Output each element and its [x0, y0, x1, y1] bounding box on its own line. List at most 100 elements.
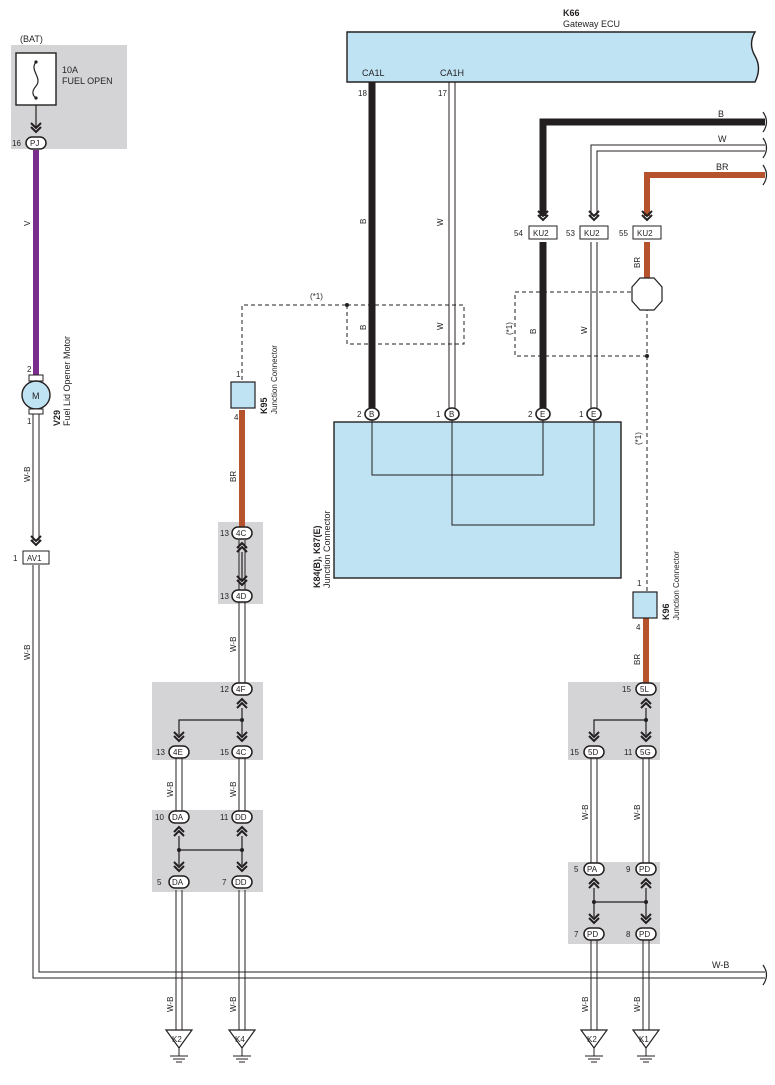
svg-text:4C: 4C	[236, 529, 246, 538]
svg-text:4C: 4C	[236, 748, 246, 757]
connector-4d: 4D 13	[220, 589, 253, 603]
svg-text:53: 53	[566, 229, 575, 238]
k95-name: Junction Connector	[270, 345, 279, 414]
gateway-ecu-box	[346, 31, 760, 83]
ground-k4: K4	[228, 1029, 256, 1063]
label-wb-8: W-B	[166, 997, 175, 1012]
ground-k2-left: K2	[165, 1029, 193, 1063]
wire-w-can-h	[448, 82, 456, 408]
motor-code: V29	[52, 410, 62, 426]
connector-dd-bottom: DD 7	[222, 875, 253, 889]
fuse-name: FUEL OPEN	[62, 76, 113, 86]
label-wb-10: W-B	[581, 997, 590, 1012]
svg-text:13: 13	[220, 592, 229, 601]
svg-text:10: 10	[155, 813, 164, 822]
connector-av1: AV1 1	[13, 550, 50, 565]
svg-text:K1: K1	[639, 1035, 649, 1044]
svg-text:PD: PD	[639, 865, 650, 874]
connector-4c-bottom: 4C 15	[220, 745, 253, 759]
svg-text:AV1: AV1	[27, 554, 42, 563]
label-wb-2: W-B	[23, 645, 32, 660]
svg-text:DD: DD	[235, 813, 247, 822]
label-wb-6: W-B	[581, 805, 590, 820]
wire-continuation-marks	[762, 111, 768, 986]
svg-text:15: 15	[570, 748, 579, 757]
junction-pin-e1: E 2	[528, 407, 551, 421]
svg-text:7: 7	[574, 930, 579, 939]
svg-text:55: 55	[619, 229, 628, 238]
junction-internal-links	[371, 420, 595, 526]
svg-text:B: B	[369, 410, 374, 419]
svg-text:11: 11	[220, 813, 229, 822]
svg-text:1: 1	[236, 370, 241, 379]
connector-4e: 4E 13	[156, 745, 190, 759]
svg-text:8: 8	[626, 930, 631, 939]
svg-text:2: 2	[357, 410, 362, 419]
label-wb-3: W-B	[229, 637, 238, 652]
fuse-rating: 10A	[62, 65, 78, 75]
label-w-3: W	[718, 134, 727, 144]
svg-text:1: 1	[579, 410, 584, 419]
connector-da-top: DA 10	[155, 810, 190, 824]
svg-text:1: 1	[27, 417, 32, 426]
k95-code: K95	[259, 397, 269, 414]
note-1: (*1)	[310, 292, 323, 301]
ku2-55: KU2 55	[619, 225, 662, 240]
svg-text:PJ: PJ	[30, 139, 39, 148]
svg-text:13: 13	[220, 529, 229, 538]
ground-k1: K1	[632, 1029, 660, 1063]
shield-ground-octagon	[631, 277, 663, 311]
shield-dashed-lines	[241, 291, 648, 592]
junction-pin-b1: B 2	[357, 407, 380, 421]
connector-pd-top: PD 9	[626, 862, 657, 876]
label-wb-11: W-B	[633, 997, 642, 1012]
gateway-code: K66	[563, 8, 580, 18]
svg-text:16: 16	[12, 139, 21, 148]
k96-code: K96	[661, 603, 671, 620]
connector-pa: PA 5	[574, 862, 605, 876]
svg-text:15: 15	[220, 748, 229, 757]
junction-code: K84(B), K87(E)	[312, 525, 322, 588]
svg-text:5: 5	[157, 878, 162, 887]
svg-text:2: 2	[27, 365, 32, 374]
svg-text:K4: K4	[235, 1035, 245, 1044]
junction-connector-box	[333, 421, 622, 579]
svg-text:E: E	[540, 410, 545, 419]
fuse-box	[15, 52, 57, 106]
svg-text:K2: K2	[587, 1035, 597, 1044]
svg-text:4: 4	[636, 623, 641, 632]
label-wb-5: W-B	[229, 782, 238, 797]
wire-wb-right	[590, 758, 650, 1030]
svg-text:E: E	[591, 410, 596, 419]
svg-text:DA: DA	[172, 878, 184, 887]
wire-w-ku2	[590, 144, 765, 408]
label-v: V	[23, 220, 32, 226]
connector-4f: 4F 12	[220, 682, 253, 696]
svg-text:5G: 5G	[640, 748, 651, 757]
label-br-2: BR	[633, 257, 642, 268]
label-b-2: B	[359, 325, 368, 330]
motor-mount	[28, 374, 44, 382]
k95-box	[230, 381, 256, 409]
svg-text:11: 11	[624, 748, 633, 757]
gateway-pin1-name: CA1L	[362, 68, 385, 78]
label-wb-7: W-B	[633, 805, 642, 820]
svg-text:PD: PD	[639, 930, 650, 939]
svg-text:M: M	[32, 391, 40, 401]
svg-text:K2: K2	[172, 1035, 182, 1044]
gateway-pin2: 17	[438, 89, 447, 98]
label-wb-1: W-B	[23, 467, 32, 482]
svg-text:12: 12	[220, 685, 229, 694]
connector-5g: 5G 11	[624, 745, 657, 759]
label-br-1: BR	[716, 162, 729, 172]
connector-da-bottom: DA 5	[157, 875, 190, 889]
label-b-3: B	[718, 109, 724, 119]
label-b-4: B	[529, 329, 538, 334]
svg-text:1: 1	[436, 410, 441, 419]
svg-text:4: 4	[234, 413, 239, 422]
svg-text:4D: 4D	[236, 592, 246, 601]
label-w-1: W	[436, 218, 445, 226]
label-br-3: BR	[229, 471, 238, 482]
fuse-symbol	[32, 61, 39, 99]
